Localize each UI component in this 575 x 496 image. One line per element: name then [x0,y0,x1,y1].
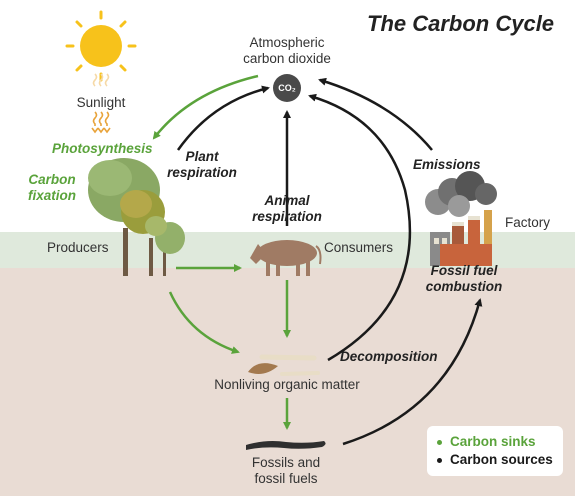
source-dot-icon [437,457,442,463]
photosynthesis-label: Photosynthesis [52,141,153,156]
sunlight-label: Sunlight [76,95,126,110]
emissions-arrow [318,77,433,151]
plant-respiration-label: Plant respiration [165,149,239,181]
legend: Carbon sinks Carbon sources [427,426,563,476]
co2-molecule-icon [273,74,301,102]
animal-respiration-line-1: Animal [264,193,310,208]
fossil-fuel-icon [246,441,326,450]
legend-item-sources: Carbon sources [437,452,553,467]
legend-sources-label: Carbon sources [450,452,553,467]
fossils-label: Fossils and fossil fuels [236,455,336,487]
legend-item-sinks: Carbon sinks [437,434,536,449]
fossils-line-1: Fossils and [251,455,321,470]
sink-dot-icon [437,439,442,445]
plant-respiration-line-2: respiration [167,165,237,180]
decomposition-label: Decomposition [340,349,438,364]
fossil-combustion-line-2: combustion [425,279,503,294]
carbon-fixation-line-2: fixation [27,188,76,203]
carbon-fixation-label: Carbon fixation [24,172,80,204]
sunlight-rays-icon [91,73,111,134]
co2-label: CO₂ [278,83,296,93]
fossils-line-2: fossil fuels [254,471,318,486]
photosynthesis-arrow [152,74,259,140]
fossil-combustion-label: Fossil fuel combustion [424,263,504,295]
consumers-label: Consumers [324,240,394,255]
atmospheric-line-2: carbon dioxide [243,51,331,66]
plant-respiration-line-1: Plant [185,149,219,164]
cow-icon [250,240,322,276]
decomposition-arrow [308,93,412,362]
organic-matter-icon [248,354,320,376]
fossil-combustion-line-1: Fossil fuel [430,263,498,278]
producers-to-organic-matter-arrow [168,291,240,354]
animal-respiration-label: Animal respiration [250,193,324,225]
legend-sinks-label: Carbon sinks [450,434,536,449]
emissions-label: Emissions [413,157,481,172]
producers-label: Producers [47,240,109,255]
fossil-combustion-arrow [342,298,483,446]
plant-respiration-arrow [176,85,270,151]
factory-label: Factory [505,215,551,230]
animal-respiration-line-2: respiration [252,209,322,224]
diagram-title: The Carbon Cycle [367,11,555,36]
sun-icon [65,10,137,82]
carbon-fixation-line-1: Carbon [28,172,76,187]
trees-icon [88,158,185,276]
atmospheric-label: Atmospheric carbon dioxide [228,35,346,67]
atmospheric-line-1: Atmospheric [249,35,325,50]
nonliving-label: Nonliving organic matter [214,377,360,392]
factory-icon [425,171,497,266]
